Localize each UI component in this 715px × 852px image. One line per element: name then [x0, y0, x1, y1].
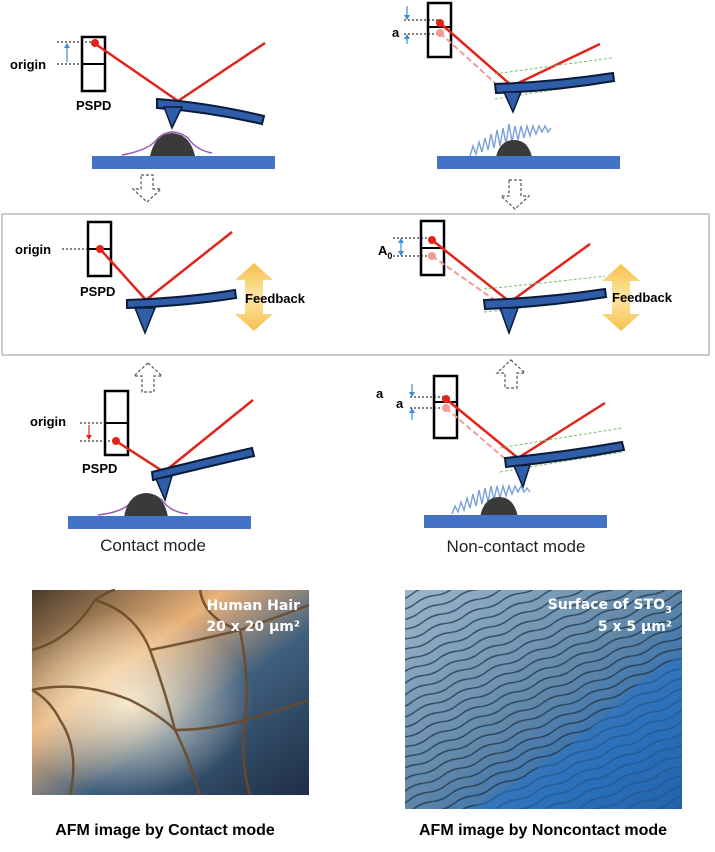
- cantilever: [126, 288, 238, 310]
- transition-arrow-contact-up: [132, 362, 164, 393]
- cantilever: [493, 71, 616, 95]
- feedback-arrow-icon: [235, 263, 273, 331]
- noncontact-top-panel: a: [392, 1, 620, 169]
- origin-label: origin: [10, 57, 46, 72]
- transition-arrow-noncontact-down: [499, 179, 531, 210]
- afm-tip: [512, 464, 532, 490]
- sto-overlay-title: Surface of STO3: [548, 597, 672, 616]
- hair-overlay-scale: 20 x 20 μm²: [206, 619, 300, 635]
- sample-stage: [424, 515, 607, 528]
- amplitude-a-label: a: [392, 25, 400, 40]
- origin-label: origin: [30, 414, 66, 429]
- sample-stage: [92, 156, 275, 169]
- afm-image-sto-surface: Surface of STO3 5 x 5 μm²: [405, 590, 682, 809]
- sample-stage: [437, 156, 620, 169]
- pspd-label: PSPD: [76, 98, 111, 113]
- feedback-label: Feedback: [245, 291, 306, 306]
- afm-tip: [162, 106, 184, 130]
- afm-image-human-hair: Human Hair 20 x 20 μm²: [31, 588, 310, 796]
- afm-tip: [154, 475, 174, 503]
- contact-bottom-panel: origin PSPD: [30, 389, 256, 529]
- transition-arrow-noncontact-up: [495, 359, 527, 389]
- amplitude-a0-label: A0: [378, 243, 392, 261]
- origin-label: origin: [15, 242, 51, 257]
- feedback-arrow-icon: [602, 264, 640, 331]
- amplitude-a-label: a: [376, 386, 384, 401]
- afm-tip: [498, 307, 520, 336]
- noncontact-mode-label: Non-contact mode: [447, 537, 586, 556]
- contact-feedback-panel: origin PSPD Feedback: [15, 220, 306, 336]
- sample-stage: [68, 516, 251, 529]
- pspd-label: PSPD: [82, 461, 117, 476]
- cantilever: [156, 97, 266, 126]
- afm-tip: [502, 91, 523, 114]
- noncontact-feedback-panel: A0 Feedback: [378, 219, 673, 336]
- noncontact-bottom-panel: a a: [376, 374, 626, 528]
- contact-image-caption: AFM image by Contact mode: [55, 822, 275, 839]
- hair-overlay-title: Human Hair: [207, 598, 301, 614]
- afm-tip: [133, 307, 157, 336]
- noncontact-image-caption: AFM image by Noncontact mode: [419, 822, 667, 839]
- sto-overlay-scale: 5 x 5 μm²: [598, 619, 672, 635]
- cantilever: [503, 440, 626, 469]
- cantilever: [150, 446, 256, 482]
- feedback-panel: [1, 213, 710, 356]
- feedback-label: Feedback: [612, 290, 673, 305]
- transition-arrow-contact-down: [131, 174, 163, 203]
- pspd-label: PSPD: [80, 284, 115, 299]
- contact-mode-label: Contact mode: [100, 536, 206, 555]
- amplitude-a-label: a: [396, 396, 404, 411]
- contact-top-panel: origin PSPD: [10, 35, 275, 169]
